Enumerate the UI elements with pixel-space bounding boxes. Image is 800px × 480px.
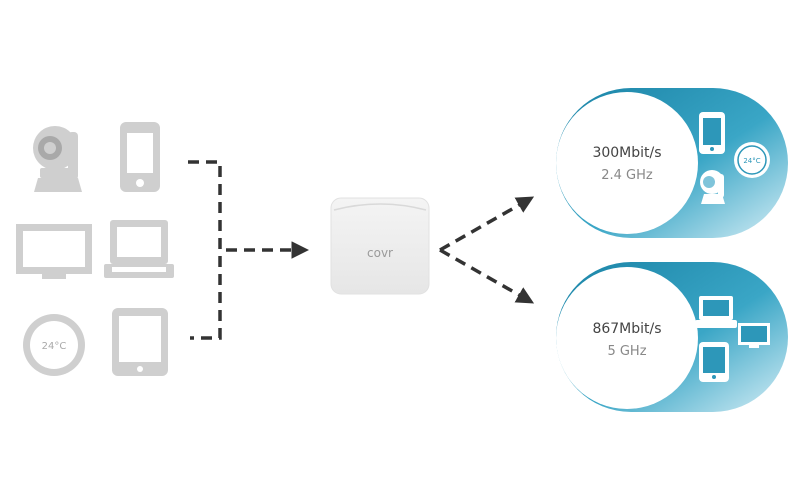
webcam-icon — [700, 170, 725, 204]
monitor-icon — [16, 224, 92, 279]
tablet-icon — [112, 308, 168, 376]
band-speed: 300Mbit/s — [592, 145, 661, 161]
band-speed: 867Mbit/s — [592, 321, 661, 337]
tablet-icon — [699, 342, 729, 382]
router-logo: covr — [367, 246, 393, 260]
thermostat-icon: 24°C — [23, 314, 85, 376]
laptop-icon — [695, 296, 737, 328]
webcam-icon — [33, 126, 82, 192]
connector-lines — [188, 160, 535, 340]
thermostat-temp: 24°C — [743, 157, 760, 165]
band-panel-2-4ghz: 300Mbit/s 2.4 GHz 24°C — [556, 88, 788, 238]
smartphone-icon — [120, 122, 160, 192]
band-frequency: 5 GHz — [607, 344, 646, 359]
covr-router: covr — [330, 197, 430, 295]
monitor-icon — [738, 323, 770, 348]
thermostat-icon: 24°C — [734, 142, 770, 178]
band-panel-5ghz: 867Mbit/s 5 GHz — [556, 262, 788, 412]
thermostat-temp: 24°C — [42, 341, 67, 352]
band-frequency: 2.4 GHz — [601, 168, 653, 183]
laptop-icon — [104, 220, 174, 278]
smartphone-icon — [699, 112, 725, 154]
